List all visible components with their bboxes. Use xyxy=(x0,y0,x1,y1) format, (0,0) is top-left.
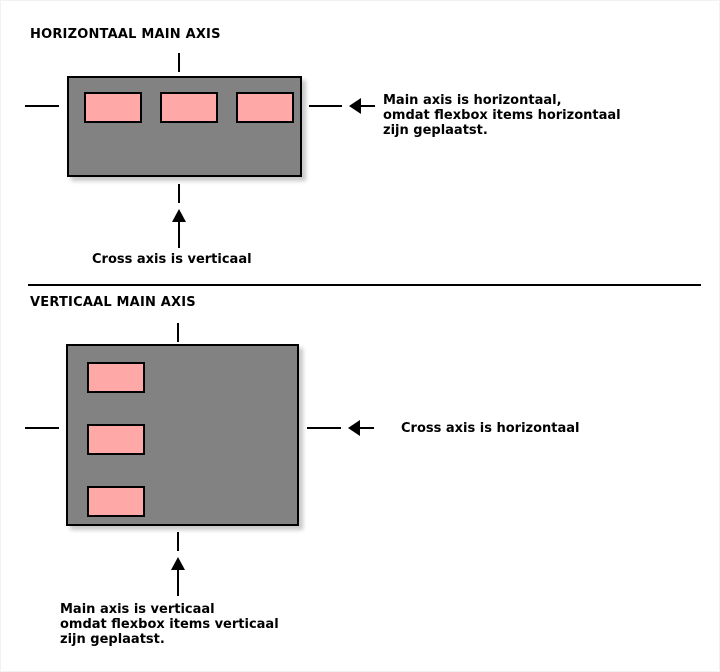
cross-axis-tick-left-vertical-section xyxy=(25,427,59,429)
arrow-up-icon-cross-axis-horizontal xyxy=(172,209,186,248)
arrow-up-icon-main-axis-vertical xyxy=(171,557,185,596)
cross-axis-tick-bottom-horizontal-section xyxy=(178,184,180,203)
annotation-cross-axis-horizontal: Cross axis is verticaal xyxy=(92,252,252,267)
arrow-left-icon-cross-axis-vertical xyxy=(348,420,374,436)
arrow-tail xyxy=(178,222,180,248)
section-title-vertical: VERTICAAL MAIN AXIS xyxy=(30,295,196,310)
flex-item-column-1 xyxy=(87,362,145,393)
flex-item-row-3 xyxy=(236,92,294,123)
arrow-head xyxy=(348,420,360,436)
arrow-head xyxy=(171,557,185,570)
arrow-tail xyxy=(177,570,179,596)
annotation-main-axis-horizontal: Main axis is horizontaal, omdat flexbox … xyxy=(383,93,621,138)
flex-container-column xyxy=(66,344,299,526)
flex-container-row xyxy=(67,76,302,177)
flex-item-column-3 xyxy=(87,486,145,517)
cross-axis-tick-top-horizontal-section xyxy=(178,53,180,72)
section-divider xyxy=(28,284,701,286)
cross-axis-tick-right-vertical-section xyxy=(307,427,341,429)
arrow-head xyxy=(349,98,361,114)
main-axis-tick-bottom-vertical-section xyxy=(177,532,179,551)
flex-item-row-2 xyxy=(160,92,218,123)
flex-item-column-2 xyxy=(87,424,145,455)
arrow-head xyxy=(172,209,186,222)
annotation-cross-axis-vertical: Cross axis is horizontaal xyxy=(401,421,580,436)
arrow-left-icon-main-axis-horizontal xyxy=(349,98,375,114)
flex-item-row-1 xyxy=(84,92,142,123)
annotation-main-axis-vertical: Main axis is verticaal omdat flexbox ite… xyxy=(60,602,279,647)
main-axis-tick-right-horizontal-section xyxy=(309,105,342,107)
arrow-tail xyxy=(360,427,374,429)
main-axis-tick-top-vertical-section xyxy=(177,323,179,342)
arrow-tail xyxy=(361,105,375,107)
main-axis-tick-left-horizontal-section xyxy=(25,105,59,107)
section-title-horizontal: HORIZONTAAL MAIN AXIS xyxy=(30,27,221,42)
